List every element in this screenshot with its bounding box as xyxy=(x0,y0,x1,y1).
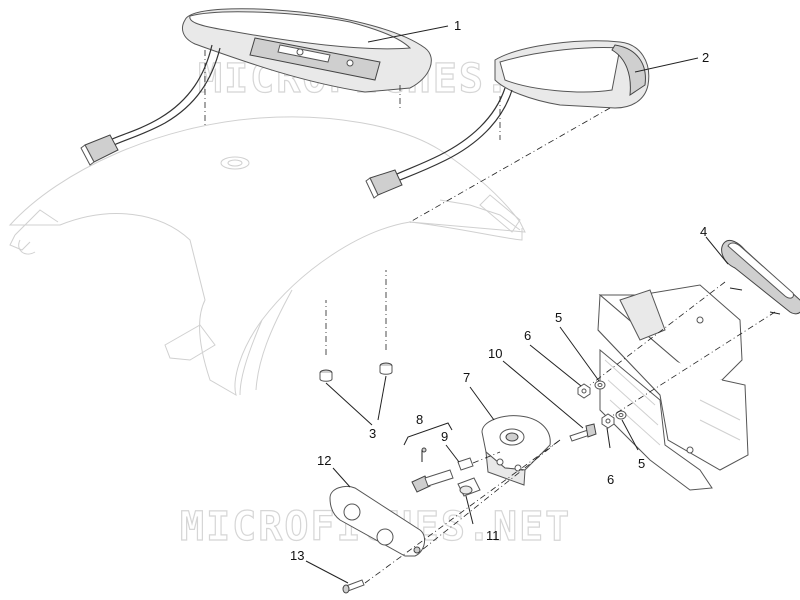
callout-5-upper: 5 xyxy=(555,310,562,325)
part-13-screw xyxy=(342,579,365,594)
callout-6-upper: 6 xyxy=(524,328,531,343)
part-11-lamp-socket xyxy=(457,477,481,497)
callout-2: 2 xyxy=(702,50,709,65)
callout-10: 10 xyxy=(488,346,502,361)
callout-3: 3 xyxy=(369,426,376,441)
callout-4: 4 xyxy=(700,224,707,239)
rear-body-shell xyxy=(8,116,526,397)
license-plate-holder xyxy=(597,284,749,491)
part-1-rear-light-unit xyxy=(80,8,432,166)
part-2-side-light-unit xyxy=(365,40,650,199)
part-4-reflector xyxy=(721,239,800,315)
callout-labels: 1 2 3 4 5 5 6 6 7 8 9 10 11 12 13 xyxy=(290,18,709,563)
callout-8: 8 xyxy=(416,412,423,427)
callout-9: 9 xyxy=(441,429,448,444)
callout-6-lower: 6 xyxy=(607,472,614,487)
part-10-bolt xyxy=(569,423,597,442)
leader-lines xyxy=(305,25,729,584)
assembly-lines xyxy=(204,50,776,584)
part-5-washer-upper xyxy=(594,380,606,390)
part-9-bulb xyxy=(421,447,474,471)
part-6-nut-upper xyxy=(577,383,591,399)
part-7-plate-lamp-housing xyxy=(481,415,551,486)
callout-13: 13 xyxy=(290,548,304,563)
part-8-bulb-holder xyxy=(411,469,454,493)
part-6-nut-lower xyxy=(601,413,615,429)
callout-11: 11 xyxy=(486,528,500,543)
callout-5-lower: 5 xyxy=(638,456,645,471)
callout-1: 1 xyxy=(454,18,461,33)
part-3-grommets xyxy=(319,362,393,382)
callout-12: 12 xyxy=(317,453,331,468)
part-12-lamp-cover xyxy=(329,485,426,557)
callout-7: 7 xyxy=(463,370,470,385)
part-5-washer-lower xyxy=(615,410,627,420)
